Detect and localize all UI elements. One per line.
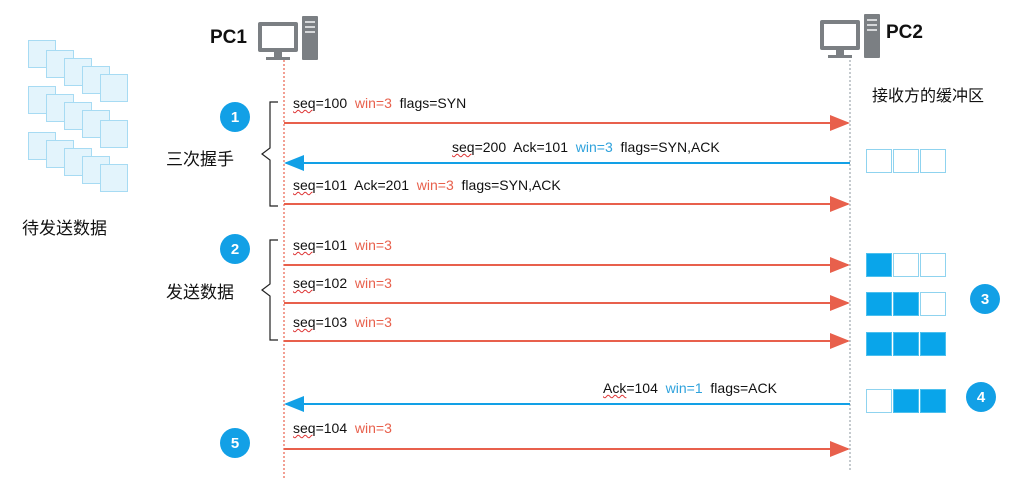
- step-badge-3: 3: [970, 284, 1000, 314]
- buffer-cell-empty: [893, 149, 919, 173]
- message-seq103: seq=103 win=3: [293, 314, 392, 330]
- step-badge-5: 5: [220, 428, 250, 458]
- buffer-cell-full: [893, 332, 919, 356]
- pending-data-label: 待发送数据: [22, 219, 107, 238]
- buffer-state: [866, 149, 947, 173]
- message-syn: seq=100 win=3 flags=SYN: [293, 95, 467, 111]
- message-seq101: seq=101 win=3: [293, 237, 392, 253]
- buffer-state: [866, 292, 947, 316]
- step-badge-1: 1: [220, 102, 250, 132]
- buffer-cell-full: [866, 253, 892, 277]
- handshake-brace: [261, 101, 278, 207]
- pending-data-stack-icon: [24, 38, 134, 198]
- step-badge-4: 4: [966, 382, 996, 412]
- buffer-cell-full: [893, 389, 919, 413]
- message-handshake-ack: seq=101 Ack=201 win=3 flags=SYN,ACK: [293, 177, 561, 193]
- pc1-label: PC1: [210, 27, 247, 48]
- pc2-computer-icon: [820, 14, 880, 58]
- step-badge-2: 2: [220, 234, 250, 264]
- buffer-cell-full: [866, 332, 892, 356]
- message-ack104: Ack=104 win=1 flags=ACK: [603, 380, 777, 396]
- buffer-label: 接收方的缓冲区: [872, 88, 985, 105]
- buffer-cell-full: [893, 292, 919, 316]
- message-seq104: seq=104 win=3: [293, 420, 392, 436]
- buffer-cell-empty: [920, 149, 946, 173]
- buffer-state: [866, 253, 947, 277]
- buffer-cell-empty: [920, 292, 946, 316]
- buffer-cell-full: [920, 332, 946, 356]
- send-brace: [261, 239, 278, 341]
- buffer-cell-full: [866, 292, 892, 316]
- handshake-label: 三次握手: [166, 150, 234, 169]
- buffer-state: [866, 389, 947, 413]
- buffer-cell-full: [920, 389, 946, 413]
- send-data-label: 发送数据: [166, 283, 234, 302]
- buffer-cell-empty: [866, 149, 892, 173]
- buffer-cell-empty: [893, 253, 919, 277]
- message-seq102: seq=102 win=3: [293, 275, 392, 291]
- buffer-state: [866, 332, 947, 356]
- pc1-computer-icon: [258, 16, 318, 60]
- pc2-label: PC2: [886, 22, 923, 43]
- buffer-cell-empty: [866, 389, 892, 413]
- message-syn-ack: seq=200 Ack=101 win=3 flags=SYN,ACK: [452, 139, 720, 155]
- buffer-cell-empty: [920, 253, 946, 277]
